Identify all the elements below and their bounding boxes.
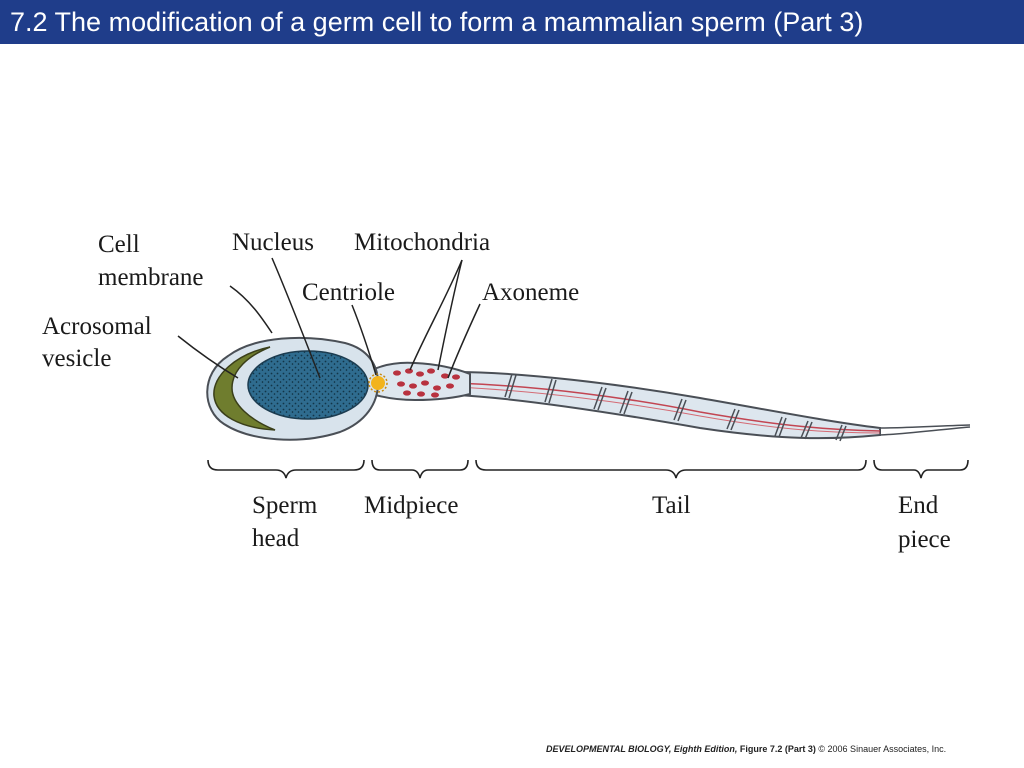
axoneme-fibre-2 — [454, 386, 881, 434]
brace-end-piece — [873, 459, 969, 479]
acrosomal-vesicle — [213, 346, 276, 431]
end-piece-filament — [879, 424, 971, 436]
brace-tail — [475, 459, 867, 479]
leader-nucleus — [271, 257, 321, 379]
label-cell-membrane: Cell membrane — [98, 231, 204, 291]
mitochondria — [393, 368, 460, 398]
title-bar: 7.2 The modification of a germ cell to f… — [0, 0, 1024, 44]
credit-book: DEVELOPMENTAL BIOLOGY, Eighth Edition, — [546, 744, 738, 754]
brace-midpiece — [371, 459, 469, 479]
nucleus — [247, 350, 369, 420]
leader-acrosomal-vesicle — [177, 335, 239, 379]
label-acrosomal-vesicle: Acrosomal vesicle — [42, 313, 158, 372]
label-mitochondria: Mitochondria — [354, 229, 490, 256]
axoneme-fibre — [454, 382, 881, 432]
centriole — [368, 373, 388, 393]
leader-mito-2 — [437, 259, 463, 371]
label-sperm-head: Sperm head — [252, 492, 324, 552]
label-nucleus: Nucleus — [232, 229, 314, 256]
credit-copyright: © 2006 Sinauer Associates, Inc. — [818, 744, 947, 754]
leader-centriole — [351, 304, 377, 376]
figure-credit: DEVELOPMENTAL BIOLOGY, Eighth Edition, F… — [546, 744, 946, 754]
label-axoneme: Axoneme — [482, 279, 579, 306]
label-tail: Tail — [652, 492, 691, 519]
label-centriole: Centriole — [302, 279, 395, 306]
credit-figure: Figure 7.2 (Part 3) — [739, 744, 816, 754]
leader-mito-1 — [409, 259, 463, 371]
leader-cell-membrane — [229, 285, 273, 334]
label-end-piece: End piece — [898, 492, 951, 553]
leader-lines — [177, 257, 481, 379]
brace-sperm-head — [207, 459, 365, 479]
fibrous-sheath-rings — [504, 373, 847, 442]
slide-title: 7.2 The modification of a germ cell to f… — [10, 7, 864, 37]
region-braces — [207, 459, 969, 479]
label-midpiece: Midpiece — [364, 492, 458, 519]
leader-axoneme — [447, 303, 481, 379]
